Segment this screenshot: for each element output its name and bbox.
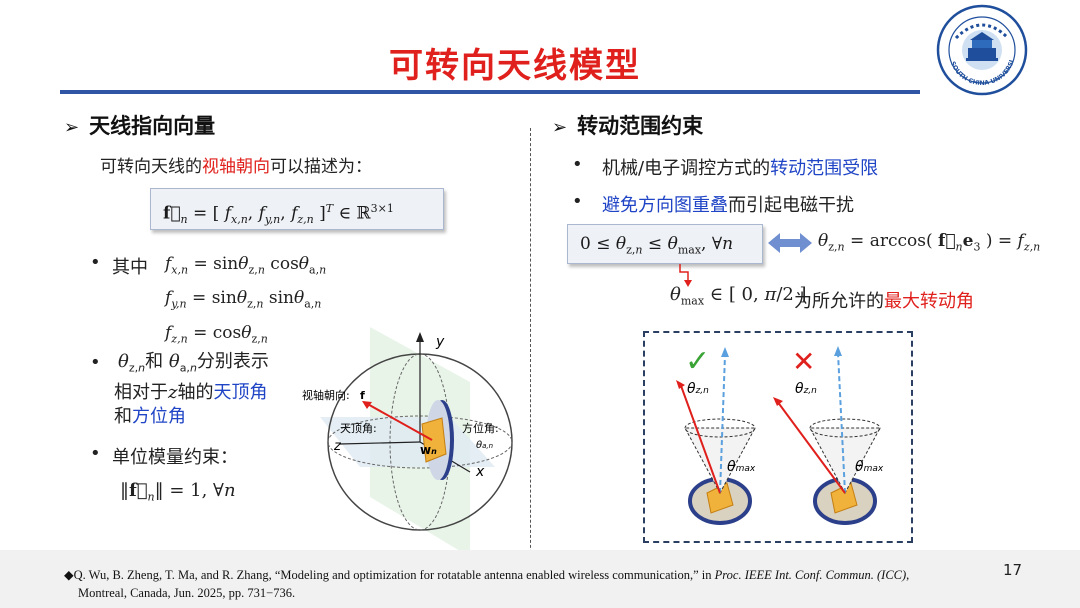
boresight-term: 视轴朝向: [202, 157, 270, 177]
component-equations: fx,n = sinθz,n cosθa,n fy,n = sinθz,n si…: [165, 254, 327, 346]
axis-y-label: y: [435, 334, 445, 350]
zenith-term: 天顶角: [213, 381, 268, 403]
double-arrow-icon: [768, 233, 812, 253]
check-mark-icon: ✓: [685, 344, 710, 379]
title-rule: [60, 90, 920, 94]
antenna-element: [421, 417, 447, 463]
left-section-heading: ➢ 天线指向向量: [64, 110, 215, 140]
bullet3-text: 单位模量约束：: [112, 447, 238, 468]
svg-text:θmax: θmax: [855, 459, 884, 475]
max-angle-term: 最大转动角: [884, 291, 974, 312]
red-down-arrow-icon: [679, 264, 692, 287]
axis-z-label: z: [333, 439, 342, 454]
slide-title: 可转向天线模型: [389, 46, 641, 86]
constraint-equation: 0 ≤ θz,n ≤ θmax, ∀n: [567, 224, 763, 264]
bullet1-label: 其中: [112, 257, 148, 278]
right-bullet2: 避免方向图重叠而引起电磁干扰: [602, 195, 854, 216]
left-intro: 可转向天线的视轴朝向可以描述为：: [100, 157, 372, 177]
boresight-vector: [363, 401, 433, 441]
right-heading-text: 转动范围约束: [577, 114, 704, 138]
page-number: 17: [1003, 561, 1023, 579]
axis-x-label: x: [475, 464, 485, 480]
bullet-dot: •: [90, 252, 101, 273]
column-divider: [530, 128, 531, 573]
bullet2-text: θz,n和 θa,n分别表示 相对于z轴的天顶角 和方位角: [114, 351, 269, 427]
theta-max-range: θmax ∈ [ 0, π/2 ]: [670, 284, 807, 308]
left-heading-text: 天线指向向量: [89, 114, 216, 138]
azimuth-term: 方位角: [132, 405, 186, 427]
svg-text:θz,n: θz,n: [687, 381, 709, 397]
reference-citation: ◆Q. Wu, B. Zheng, T. Ma, and R. Zhang, “…: [64, 568, 910, 600]
svg-text:θz,n: θz,n: [795, 381, 817, 397]
svg-text:wn: wn: [420, 443, 437, 457]
limited-range-term: 转动范围受限: [770, 158, 879, 179]
zenith-label: 天顶角:: [340, 422, 377, 435]
bullet-dot: •: [90, 352, 101, 373]
svg-text:f: f: [360, 389, 365, 402]
footer-band: [0, 550, 1080, 608]
invalid-antenna-illustration: θz,n θmax: [773, 346, 884, 525]
rotation-constraint-figure: ✓ ✕ θz,n θmax: [643, 331, 913, 543]
svg-text:θmax: θmax: [727, 459, 756, 475]
right-bullet1: 机械/电子调控方式的转动范围受限: [602, 158, 879, 179]
arccos-equation: θz,n = arccos( f⃗ne3 ) = fz,n: [818, 231, 1041, 254]
avoid-overlap-term: 避免方向图重叠: [602, 195, 728, 216]
max-angle-text: 为所允许的最大转动角: [794, 291, 974, 312]
boresight-label: 视轴朝向:: [302, 388, 350, 402]
arrow-bullet-icon: ➢: [64, 117, 80, 138]
arrow-bullet-icon: ➢: [552, 117, 568, 138]
orientation-figure: y x z wn 视轴朝向: f 天顶角: 方位角: θa,n: [302, 327, 513, 557]
svg-text:θa,n: θa,n: [476, 440, 493, 451]
azimuth-label: 方位角:: [462, 421, 499, 435]
bullet-dot: •: [90, 443, 101, 464]
bullet-dot: •: [572, 191, 583, 212]
cross-mark-icon: ✕: [792, 345, 815, 378]
equation-f-vector: f⃗n = [ fx,n, fy,n, fz,n ]T ∈ ℝ3×1: [150, 188, 444, 230]
unit-modulus-equation: ‖f⃗n‖ = 1, ∀n: [120, 480, 236, 504]
right-section-heading: ➢ 转动范围约束: [552, 110, 703, 140]
university-logo-icon: SOUTH CHINA UNIVERSITY OF TECHNOLOGY: [936, 4, 1028, 96]
bullet-dot: •: [572, 154, 583, 175]
